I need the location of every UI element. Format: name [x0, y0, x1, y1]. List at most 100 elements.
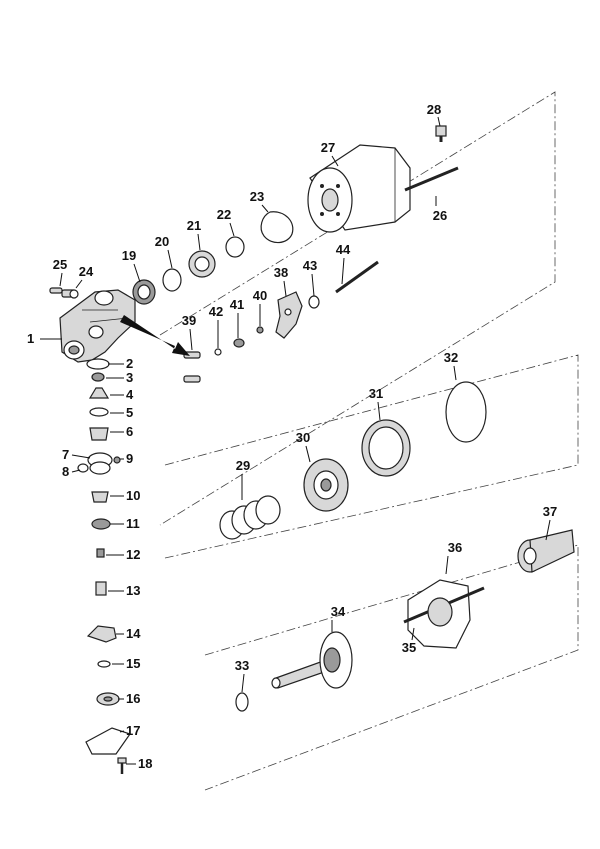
callout-35: 35 — [402, 640, 416, 655]
leader-line-22 — [229, 222, 235, 237]
ring-part-43 — [308, 295, 320, 309]
pushrod-part-34 — [271, 631, 353, 689]
housing-part-1 — [59, 289, 136, 363]
bracket-part-38 — [275, 291, 303, 339]
spring-part-12 — [96, 548, 105, 558]
callout-4: 4 — [126, 387, 134, 402]
callout-34: 34 — [331, 604, 346, 619]
bolt-part-28 — [435, 125, 447, 142]
spring-part-29 — [219, 495, 281, 540]
callout-38: 38 — [274, 265, 288, 280]
callout-27: 27 — [321, 140, 335, 155]
leader-line-19 — [133, 263, 141, 283]
leader-line-25 — [59, 272, 63, 287]
callout-30: 30 — [296, 430, 310, 445]
ring-part-33 — [235, 692, 249, 712]
callout-24: 24 — [79, 264, 94, 279]
group-boundaries — [159, 91, 579, 791]
boot-part-37 — [517, 529, 575, 573]
callout-layer: 1234567891011121314151617181920212223242… — [27, 102, 557, 771]
boundary-lower — [204, 544, 579, 791]
oring-part-5 — [89, 407, 109, 417]
nut-part-40 — [256, 326, 264, 334]
cap-part-10 — [91, 491, 109, 503]
callout-22: 22 — [217, 207, 231, 222]
ring-part-22 — [225, 236, 245, 258]
callout-39: 39 — [182, 313, 196, 328]
leader-line-7 — [71, 454, 91, 459]
callout-11: 11 — [126, 516, 140, 531]
leader-line-44 — [341, 257, 345, 285]
oring-part-8 — [77, 463, 89, 473]
callout-37: 37 — [543, 504, 557, 519]
fitting-part-24 — [61, 289, 79, 299]
leader-line-31 — [377, 401, 381, 421]
callout-29: 29 — [236, 458, 250, 473]
callout-10: 10 — [126, 488, 140, 503]
diaphragm-part-14 — [86, 625, 117, 643]
callout-8: 8 — [62, 464, 69, 479]
screw-part-39 — [183, 351, 201, 383]
callout-13: 13 — [126, 583, 140, 598]
leader-line-37 — [545, 519, 551, 541]
parts — [49, 125, 575, 774]
callout-20: 20 — [155, 234, 169, 249]
callout-32: 32 — [444, 350, 458, 365]
leader-line-24 — [75, 279, 83, 289]
callout-26: 26 — [433, 208, 447, 223]
callout-44: 44 — [336, 242, 351, 257]
callout-36: 36 — [448, 540, 462, 555]
leader-line-38 — [283, 280, 287, 297]
callout-19: 19 — [122, 248, 136, 263]
screw-part-25 — [49, 287, 63, 294]
callout-18: 18 — [138, 756, 152, 771]
gasket-part-2 — [86, 358, 110, 370]
callout-33: 33 — [235, 658, 249, 673]
leader-line-35 — [411, 627, 415, 641]
callout-42: 42 — [209, 304, 223, 319]
callout-25: 25 — [53, 257, 67, 272]
oring-part-20 — [162, 268, 182, 292]
callout-14: 14 — [126, 626, 141, 641]
callout-17: 17 — [126, 723, 140, 738]
boundary-middle — [164, 354, 579, 559]
callout-40: 40 — [253, 288, 267, 303]
callout-16: 16 — [126, 691, 140, 706]
callout-9: 9 — [126, 451, 133, 466]
seat-part-6 — [89, 427, 109, 441]
rod-part-44 — [335, 260, 379, 294]
leader-line-27 — [331, 155, 339, 167]
callout-21: 21 — [187, 218, 201, 233]
circlip-part-32 — [445, 381, 487, 443]
callout-2: 2 — [126, 356, 133, 371]
washer-part-41 — [233, 338, 245, 348]
valve-part-4 — [88, 387, 110, 399]
leader-line-36 — [445, 555, 449, 575]
callout-6: 6 — [126, 424, 133, 439]
ball-part-9 — [113, 456, 121, 464]
fitting-part-7 — [87, 452, 113, 475]
screw-part-18 — [117, 757, 127, 774]
motor-part-27 — [307, 144, 411, 233]
callout-23: 23 — [250, 189, 264, 204]
leader-line-32 — [453, 365, 457, 381]
disc-part-16 — [96, 692, 120, 706]
leader-line-20 — [167, 249, 173, 269]
boundary-upper — [159, 91, 556, 526]
callout-1: 1 — [27, 331, 34, 346]
callout-31: 31 — [369, 386, 383, 401]
washer-part-15 — [97, 660, 111, 668]
leader-line-30 — [305, 445, 311, 463]
cover-part-17 — [85, 727, 131, 755]
leader-line-28 — [437, 116, 441, 127]
spring-part-13 — [95, 581, 107, 596]
callout-7: 7 — [62, 447, 69, 462]
shaft-part-26 — [404, 166, 459, 192]
callout-43: 43 — [303, 258, 317, 273]
piston-part-30 — [303, 458, 349, 512]
seal-part-11 — [91, 518, 111, 530]
circlip-part-23 — [260, 211, 294, 244]
callout-12: 12 — [126, 547, 140, 562]
washer-part-3 — [91, 372, 105, 382]
